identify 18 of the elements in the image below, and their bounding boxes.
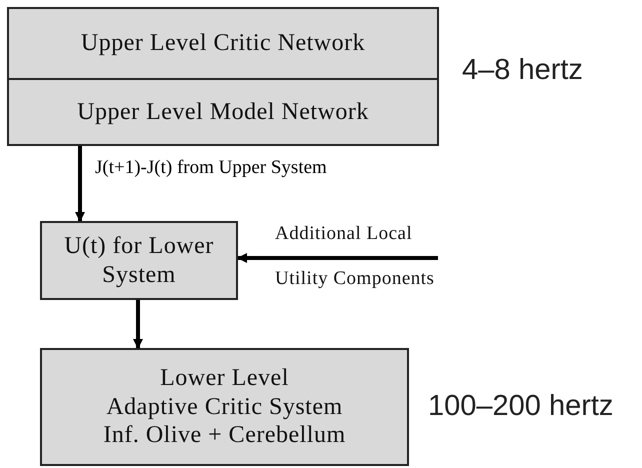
process-box — [7, 78, 439, 146]
box-text: U(t) for Lower System — [63, 232, 215, 290]
arrow — [133, 300, 143, 349]
process-box — [40, 348, 409, 466]
box-text: Inf. Olive + Cerebellum — [103, 421, 346, 450]
source-text: Additional Local — [275, 224, 412, 243]
edge-label: J(t+1)-J(t) from Upper System — [95, 157, 327, 179]
arrow — [75, 146, 85, 222]
box-text: Upper Level Critic Network — [80, 29, 366, 58]
process-box — [7, 7, 439, 80]
box-text: Adaptive Critic System — [106, 392, 343, 422]
arrow — [237, 253, 438, 263]
source-text: Utility Components — [275, 269, 434, 288]
box-text: Upper Level Model Network — [77, 98, 369, 126]
box-text: Lower Level — [160, 364, 289, 393]
frequency-label: 4–8 hertz — [462, 54, 583, 87]
process-box — [40, 221, 238, 300]
frequency-label: 100–200 hertz — [428, 390, 614, 423]
